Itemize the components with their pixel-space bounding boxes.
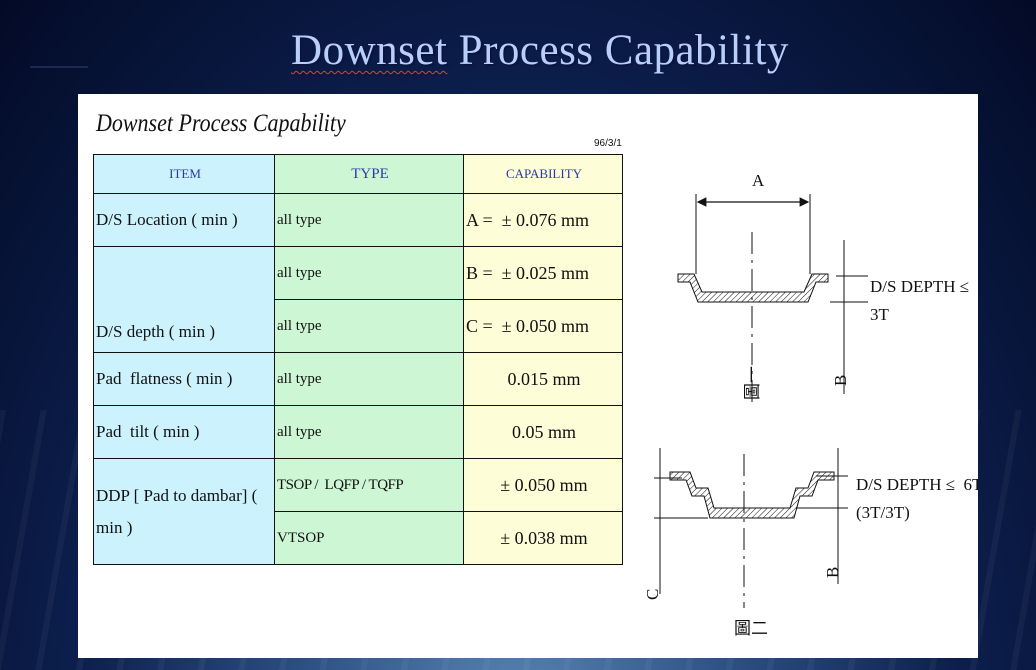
slide-title-rest: Process Capability [447,27,789,74]
fig2-label-b: B [823,567,842,578]
fig1-leadframe-section [677,273,829,303]
table-row: D/S depth ( min ) all type B = ± 0.025 m… [93,246,623,353]
row-capability: C = ± 0.050 mm [463,299,623,353]
table-row: D/S Location ( min ) all type A = ± 0.07… [93,193,623,247]
row-capability: ± 0.038 mm [463,511,623,565]
downset-diagrams: A D/S DEPTH ≤ 3T B 圖一 D/S DEPTH ≤ 6T [643,171,978,638]
document-date: 96/3/1 [594,138,622,149]
header-item: ITEM [93,154,275,194]
table-row: Pad tilt ( min ) all type 0.05 mm [93,405,623,459]
header-capability: CAPABILITY [463,154,623,194]
capability-table: ITEM TYPE CAPABILITY D/S Location ( min … [93,154,623,565]
row-type: all type [274,405,464,459]
fig1-label-a: A [752,171,765,190]
row-capability: ± 0.050 mm [463,458,623,512]
row-item: Pad flatness ( min ) [93,352,275,406]
table-row: DDP [ Pad to dambar] ( min ) TSOP / LQFP… [93,458,623,565]
row-item: D/S depth ( min ) [93,246,275,353]
fig1-depth-text: 3T [870,305,890,324]
row-capability: 0.05 mm [463,405,623,459]
fig2-label-c: C [643,589,662,600]
fig1-label-b: B [831,375,850,386]
row-type: all type [274,246,464,300]
table-row: Pad flatness ( min ) all type 0.015 mm [93,352,623,406]
row-item: DDP [ Pad to dambar] ( min ) [93,458,275,565]
header-type: TYPE [274,154,464,194]
fig2-caption: 圖二 [734,619,768,638]
fig2-depth-text: (3T/3T) [856,503,910,522]
row-type: all type [274,193,464,247]
slide-title: Downset Process Capability [0,26,1036,75]
table-row: all type C = ± 0.050 mm [94,299,623,353]
fig1-caption: 圖一 [743,366,762,400]
figure-2: D/S DEPTH ≤ 6T (3T/3T) B C 圖二 [643,448,978,638]
row-type: TSOP / LQFP / TQFP [274,458,464,512]
decorative-line [30,66,88,68]
row-type: VTSOP [274,511,464,565]
row-capability: B = ± 0.025 mm [463,246,623,300]
document-title: Downset Process Capability [96,110,346,137]
table-header-row: ITEM TYPE CAPABILITY [93,154,623,194]
document-image: Downset Process Capability 96/3/1 ITEM T… [78,94,978,658]
row-capability: 0.015 mm [463,352,623,406]
fig1-depth-text: D/S DEPTH ≤ [870,277,969,296]
row-capability: A = ± 0.076 mm [463,193,623,247]
figure-1: A D/S DEPTH ≤ 3T B 圖一 [677,171,969,404]
row-item: D/S Location ( min ) [93,193,275,247]
fig2-leadframe-section [669,471,835,519]
row-type: all type [274,352,464,406]
row-type: all type [274,299,464,353]
fig2-depth-text: D/S DEPTH ≤ 6T [856,475,978,494]
row-item: Pad tilt ( min ) [93,405,275,459]
table-row: VTSOP ± 0.038 mm [94,511,623,565]
slide-title-spellcheck-word: Downset [291,27,448,74]
